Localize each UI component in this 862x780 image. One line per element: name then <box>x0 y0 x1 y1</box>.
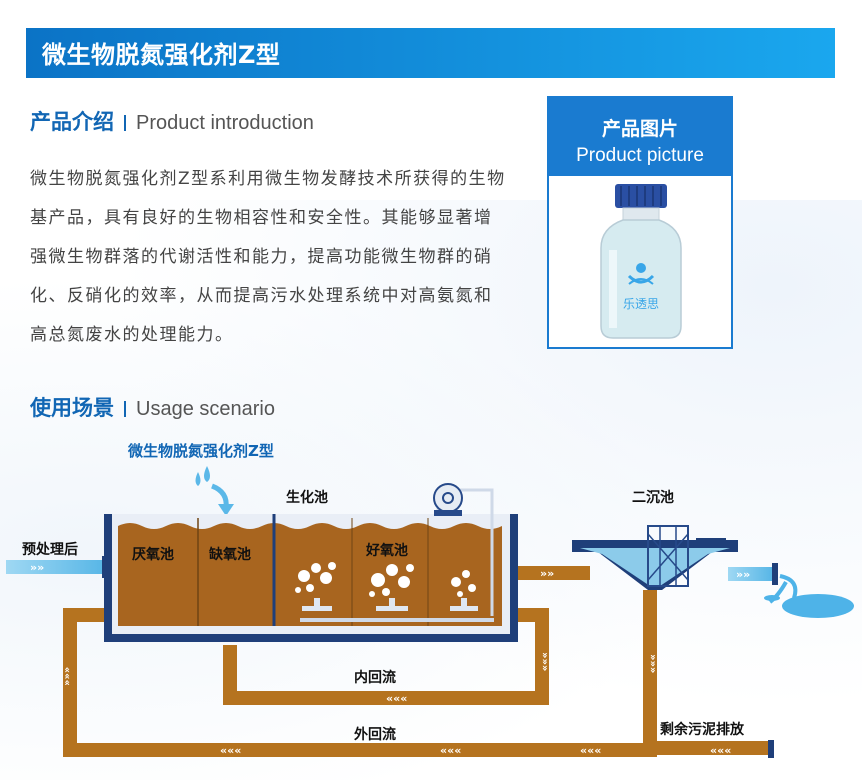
svg-text:«««: ««« <box>440 744 461 757</box>
svg-text:»»: »» <box>30 561 44 574</box>
outflow-pipe <box>728 567 774 581</box>
product-picture-header: 产品图片 Product picture <box>549 98 731 176</box>
outer-return-pipe <box>63 590 657 757</box>
bottle-cap <box>615 184 667 208</box>
droplet-icon <box>195 472 201 486</box>
process-diagram: 微生物脱氮强化剂Z型 »» 预处理后 »» ««« ««« ««« ««« ««… <box>6 442 854 758</box>
biochemical-label: 生化池 <box>286 489 328 506</box>
bottle-label: 乐透思 <box>623 297 659 311</box>
svg-text:«««: ««« <box>580 744 601 757</box>
product-bottle-image: 乐透思 <box>600 184 682 339</box>
outer-return-label: 外回流 <box>354 726 396 743</box>
inner-return-label: 内回流 <box>354 669 396 686</box>
diffusers <box>300 598 494 622</box>
aeration-bubbles <box>295 562 476 597</box>
water-pool <box>782 594 854 618</box>
blower-icon <box>433 483 494 616</box>
aerobic-label: 好氧池 <box>365 542 408 559</box>
title-banner <box>26 28 835 78</box>
picture-heading-en: Product picture <box>576 145 704 166</box>
usage-heading-en: Usage scenario <box>136 398 275 420</box>
inflow-pipe <box>6 560 108 574</box>
intro-heading-cn: 产品介绍 <box>30 110 114 134</box>
svg-text:«««: ««« <box>710 744 731 757</box>
pretreated-label: 预处理后 <box>22 541 78 558</box>
svg-text:»»»: »»» <box>62 667 73 686</box>
usage-heading-cn: 使用场景 <box>30 396 114 420</box>
anoxic-label: 缺氧池 <box>209 546 251 563</box>
svg-text:»»: »» <box>736 568 750 581</box>
inner-return-pipe <box>223 608 549 705</box>
svg-text:«««: ««« <box>220 744 241 757</box>
svg-text:»»: »» <box>540 567 554 580</box>
anaerobic-label: 厌氧池 <box>132 546 174 563</box>
brand-logo-icon <box>636 263 646 273</box>
tank-water <box>118 523 502 626</box>
intro-heading: 产品介绍 Product introduction <box>30 106 314 136</box>
sludge-label: 剩余污泥排放 <box>660 721 745 738</box>
page-title: 微生物脱氮强化剂Z型 <box>42 41 281 69</box>
heading-divider <box>124 401 126 417</box>
droplet-icon <box>204 466 210 482</box>
intro-paragraph: 微生物脱氮强化剂Z型系利用微生物发酵技术所获得的生物基产品，具有良好的生物相容性… <box>30 169 506 345</box>
heading-divider <box>124 115 126 131</box>
intro-heading-en: Product introduction <box>136 112 314 134</box>
usage-heading: 使用场景 Usage scenario <box>30 392 275 422</box>
svg-text:»»»: »»» <box>647 654 658 673</box>
svg-text:«««: ««« <box>386 692 407 705</box>
svg-text:»»»: »»» <box>539 652 550 671</box>
secondary-clarifier <box>572 525 738 590</box>
product-picture-card: 产品图片 Product picture 乐透思 <box>547 96 733 349</box>
secondary-label: 二沉池 <box>632 489 674 506</box>
picture-heading-cn: 产品图片 <box>601 118 678 140</box>
product-label: 微生物脱氮强化剂Z型 <box>127 442 274 460</box>
